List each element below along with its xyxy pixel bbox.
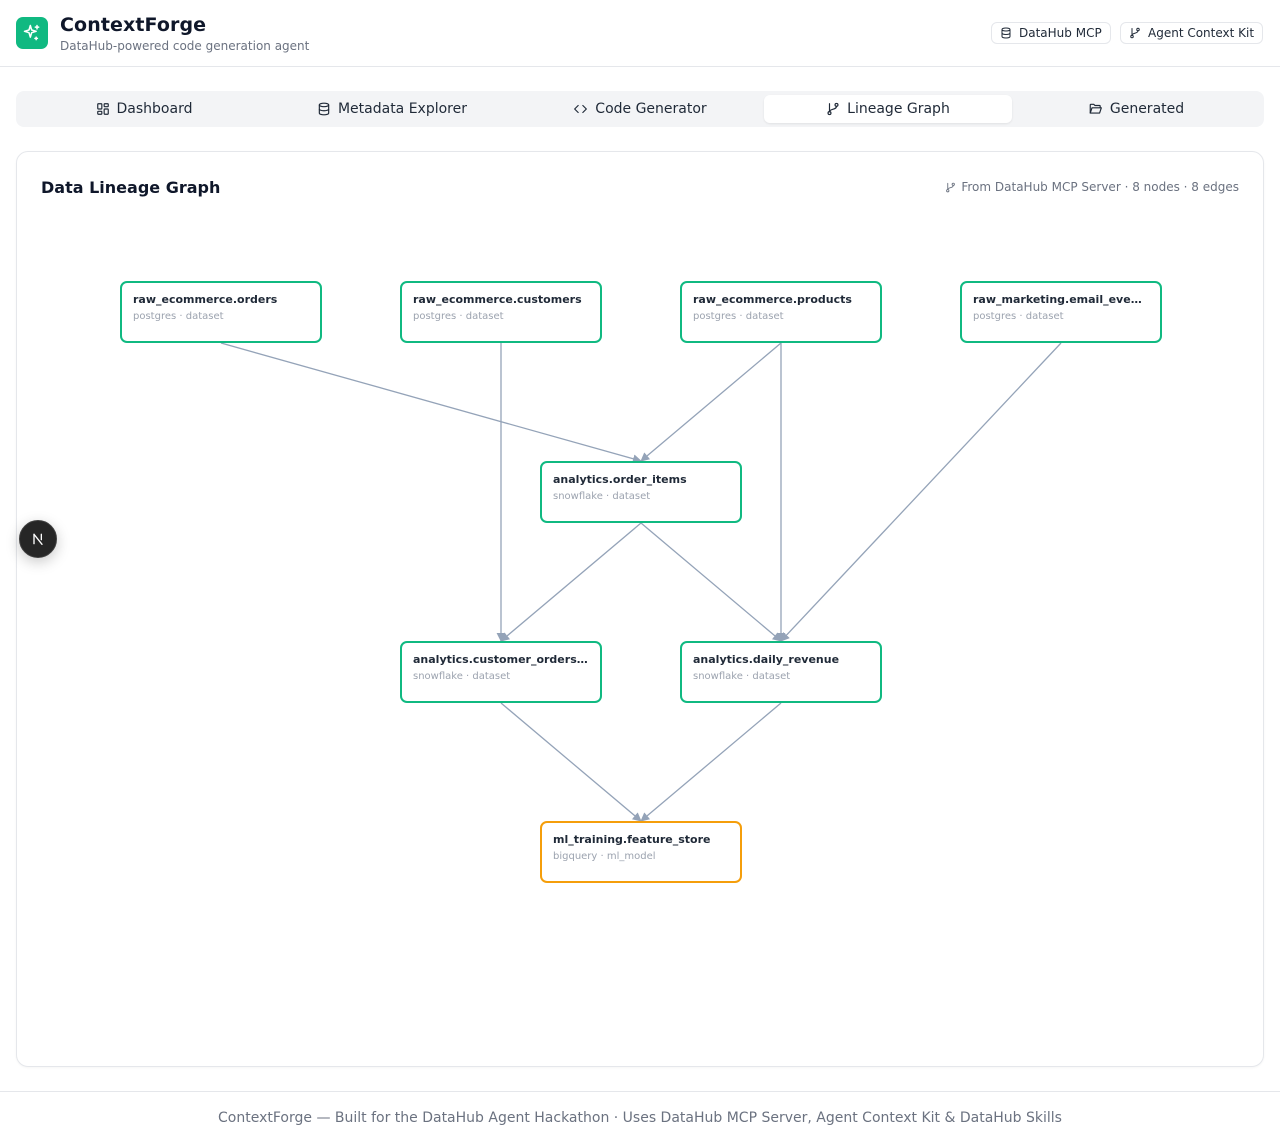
node-subtitle: snowflake · dataset (553, 491, 651, 502)
node-subtitle: postgres · dataset (133, 311, 224, 322)
node-name: analytics.order_items (553, 473, 687, 486)
nextjs-icon (33, 533, 43, 545)
node-subtitle: bigquery · ml_model (553, 851, 656, 862)
node-subtitle: snowflake · dataset (693, 671, 791, 682)
lineage-edge (220, 342, 642, 464)
lineage-node[interactable]: analytics.customer_orders_ag... snowflak… (400, 641, 602, 703)
git-branch-icon (1130, 27, 1140, 39)
node-name: analytics.customer_orders_ag... (413, 653, 589, 666)
tab-metadata-explorer[interactable]: Metadata Explorer (268, 95, 516, 123)
lineage-node-ml-model[interactable]: ml_training.feature_store bigquery · ml_… (540, 821, 742, 883)
footer: ContextForge — Built for the DataHub Age… (0, 1091, 1280, 1144)
node-subtitle: postgres · dataset (973, 311, 1064, 322)
lineage-node[interactable]: raw_ecommerce.customers postgres · datas… (400, 281, 602, 343)
node-subtitle: postgres · dataset (693, 311, 784, 322)
code-icon (574, 104, 588, 114)
card-title: Data Lineage Graph (41, 178, 221, 197)
node-subtitle: postgres · dataset (413, 311, 504, 322)
footer-text: ContextForge — Built for the DataHub Age… (218, 1110, 1062, 1126)
lineage-edge (640, 522, 782, 642)
tab-metadata-explorer-label: Metadata Explorer (337, 101, 468, 117)
lineage-node[interactable]: raw_marketing.email_events postgres · da… (960, 281, 1162, 343)
database-icon (1001, 27, 1011, 39)
folder-open-icon (1089, 103, 1102, 114)
git-branch-icon (946, 182, 956, 192)
tab-code-generator-label: Code Generator (595, 101, 707, 117)
main-tabs: Dashboard Metadata Explorer Code Generat… (16, 91, 1264, 127)
graph-meta-text: From DataHub MCP Server · 8 nodes · 8 ed… (961, 180, 1239, 194)
lineage-node[interactable]: analytics.daily_revenue snowflake · data… (680, 641, 882, 703)
tab-dashboard-label: Dashboard (116, 101, 193, 117)
app-title: ContextForge (60, 14, 207, 36)
lineage-graph (220, 342, 1062, 822)
node-name: raw_ecommerce.customers (413, 293, 582, 306)
node-name: raw_ecommerce.orders (133, 293, 278, 306)
node-name: analytics.daily_revenue (693, 653, 840, 666)
app-subtitle: DataHub-powered code generation agent (60, 39, 310, 53)
lineage-edge (500, 522, 642, 642)
tab-generated-label: Generated (1109, 101, 1185, 117)
node-name: raw_ecommerce.products (693, 293, 852, 306)
agent-context-kit-label: Agent Context Kit (1148, 26, 1255, 40)
lineage-node[interactable]: analytics.order_items snowflake · datase… (540, 461, 742, 523)
database-icon (318, 102, 330, 116)
dashboard-icon (96, 103, 109, 115)
lineage-edge (640, 342, 782, 462)
tab-generated[interactable]: Generated (1012, 95, 1260, 123)
lineage-edge (640, 702, 782, 822)
agent-context-kit-badge[interactable]: Agent Context Kit (1120, 22, 1264, 44)
datahub-mcp-label: DataHub MCP (1019, 26, 1102, 40)
tab-code-generator[interactable]: Code Generator (516, 95, 764, 123)
lineage-edge (780, 342, 1062, 642)
nextjs-dev-button[interactable] (19, 520, 57, 558)
sparkles-icon (16, 17, 48, 49)
lineage-edge (500, 702, 642, 822)
tab-dashboard[interactable]: Dashboard (20, 95, 268, 123)
node-subtitle: snowflake · dataset (413, 671, 511, 682)
tab-lineage-graph-label: Lineage Graph (847, 101, 950, 117)
datahub-mcp-badge[interactable]: DataHub MCP (991, 22, 1111, 44)
node-name: raw_marketing.email_events (973, 293, 1149, 306)
git-branch-icon (827, 102, 839, 116)
lineage-node[interactable]: raw_ecommerce.orders postgres · dataset (120, 281, 322, 343)
lineage-edges (220, 342, 1062, 822)
lineage-card: Data Lineage Graph From DataHub MCP Serv… (16, 151, 1264, 1067)
app-header: ContextForge DataHub-powered code genera… (0, 0, 1280, 67)
lineage-node[interactable]: raw_ecommerce.products postgres · datase… (680, 281, 882, 343)
node-name: ml_training.feature_store (553, 833, 711, 846)
tab-lineage-graph[interactable]: Lineage Graph (764, 95, 1012, 123)
graph-meta: From DataHub MCP Server · 8 nodes · 8 ed… (945, 180, 1239, 194)
